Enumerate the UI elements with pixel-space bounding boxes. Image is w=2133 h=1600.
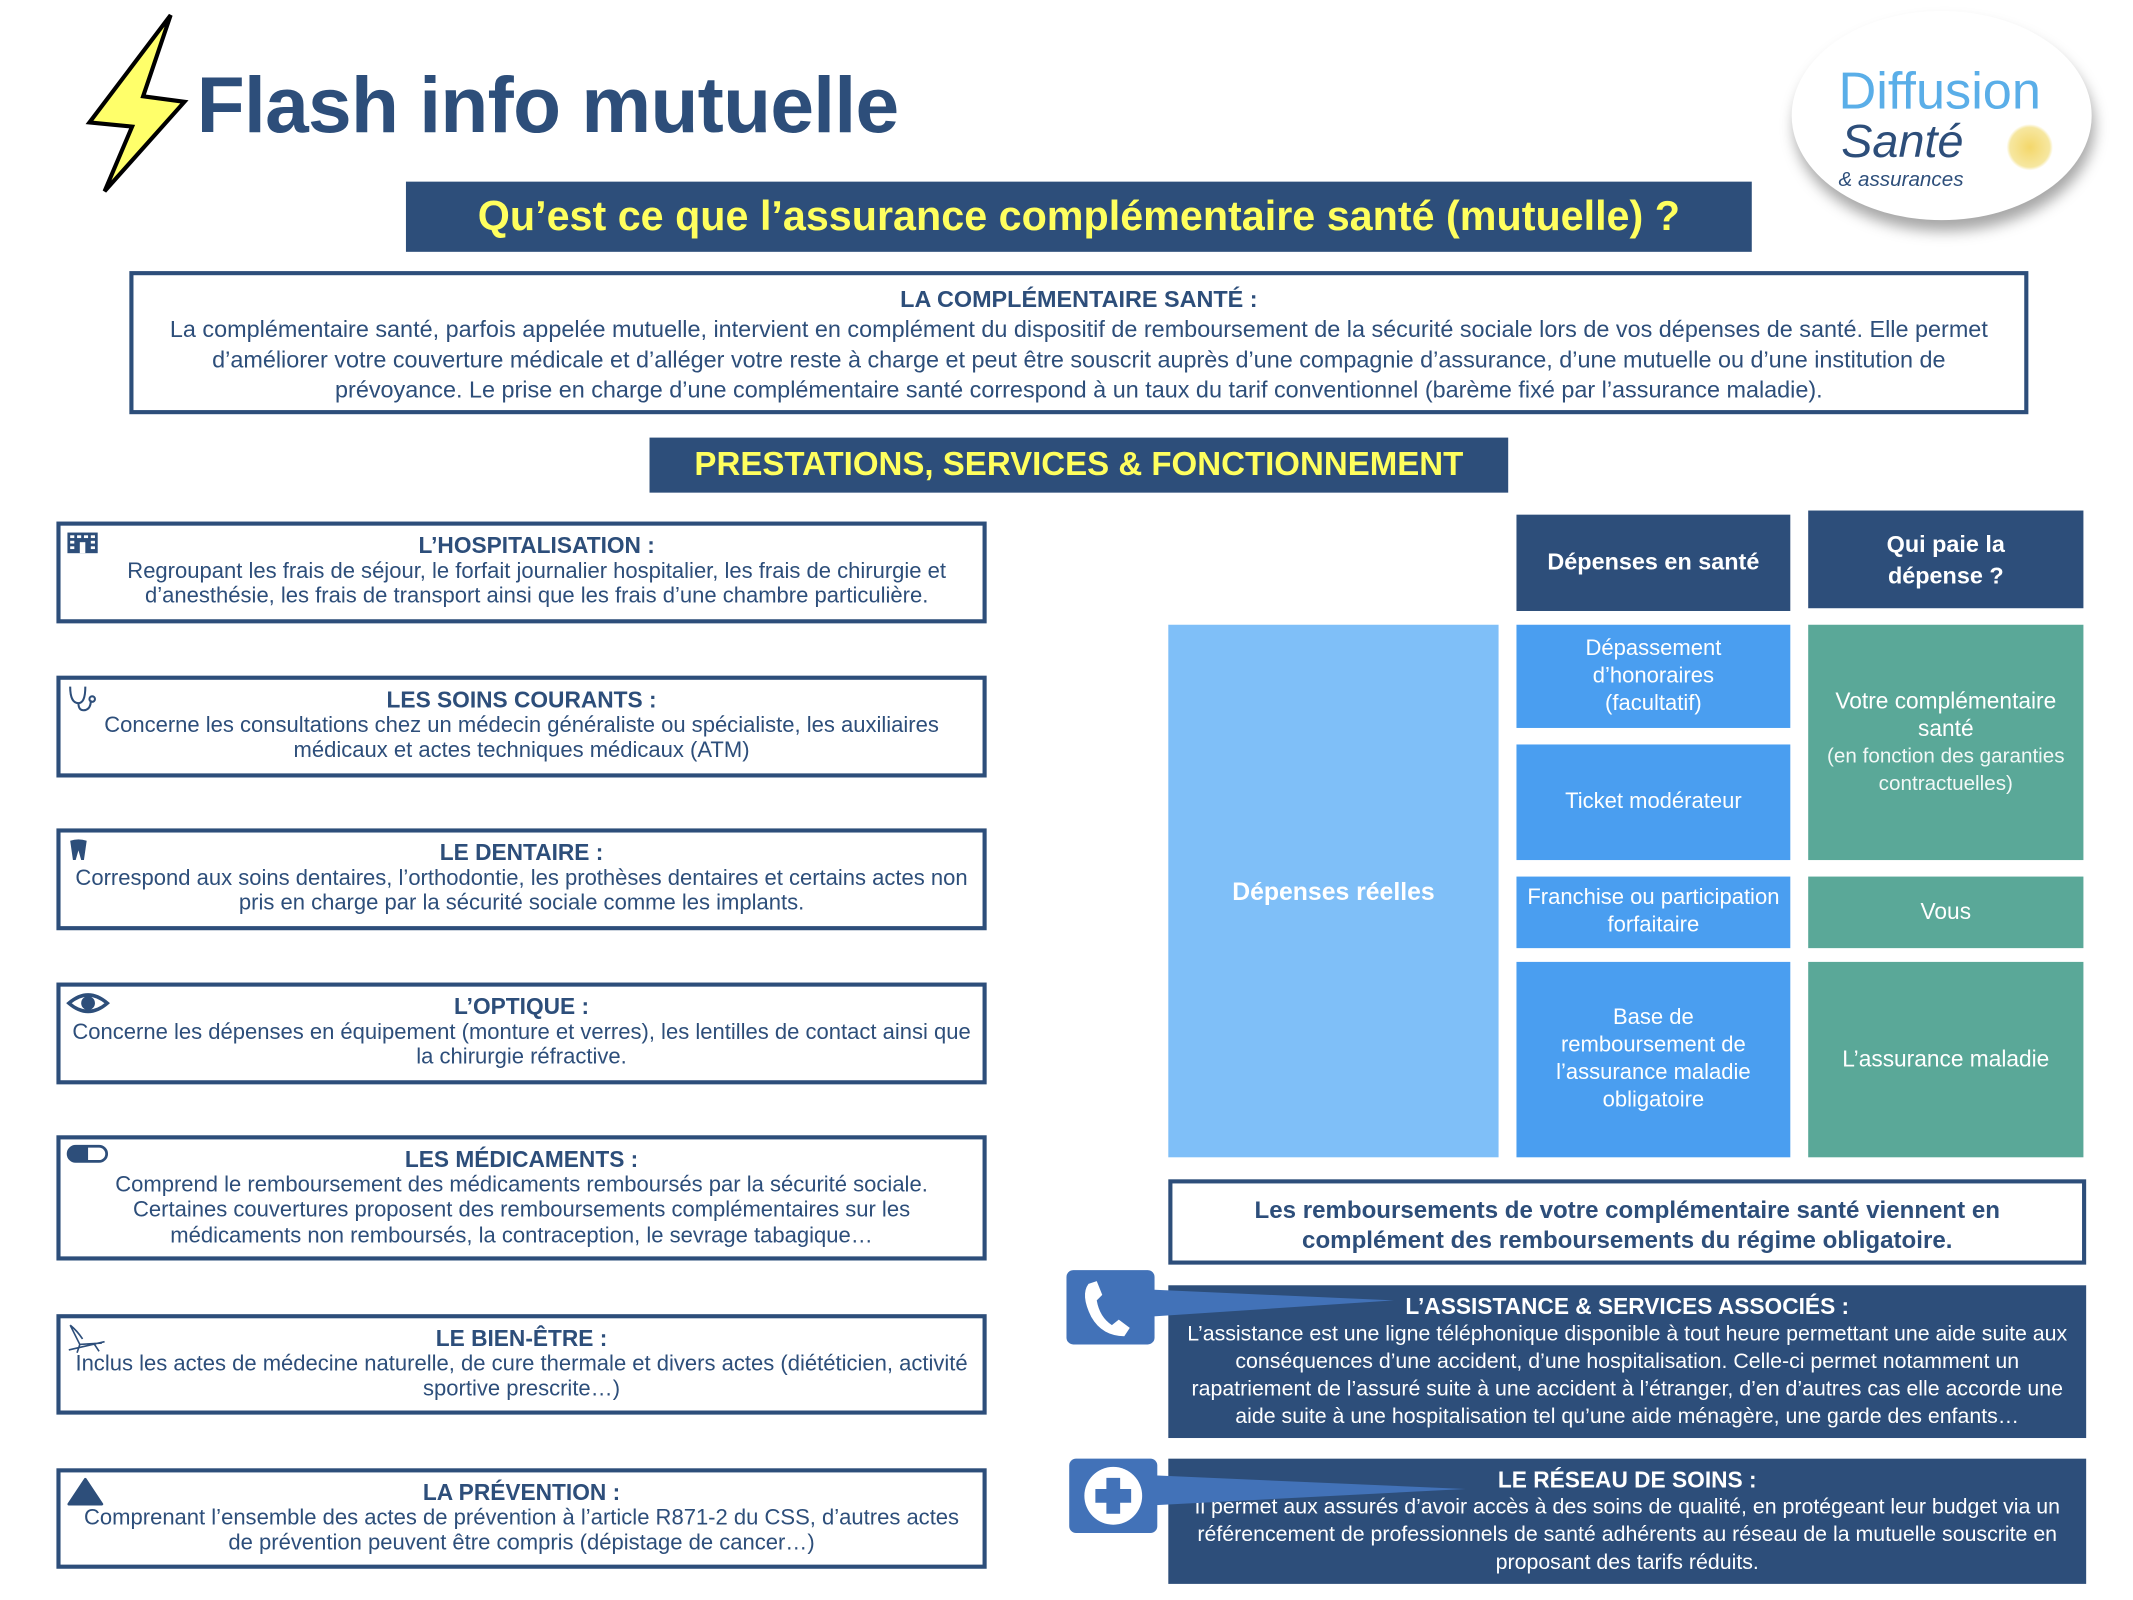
prestation-dentaire: LE DENTAIRE : Correspond aux soins denta…: [56, 828, 987, 931]
payer-complementaire-note: (en fonction des garanties contractuelle…: [1827, 743, 2065, 795]
pill-icon: [66, 1144, 109, 1163]
prestation-hospitalisation: L’HOSPITALISATION : Regroupant les frais…: [56, 521, 987, 624]
header-depenses: Dépenses en santé: [1516, 514, 1791, 611]
prestation-title: LE BIEN-ÊTRE :: [435, 1326, 608, 1352]
prestation-soins-courants: LES SOINS COURANTS : Concerne les consul…: [56, 675, 987, 778]
prestation-title: LA PRÉVENTION :: [422, 1480, 621, 1506]
expense-base-remboursement: Base de remboursement de l’assurance mal…: [1516, 961, 1791, 1158]
prestation-title: L’HOSPITALISATION :: [418, 533, 655, 559]
intro-box: LA COMPLÉMENTAIRE SANTÉ : La complémenta…: [129, 271, 2029, 415]
prestation-body: Inclus les actes de médecine naturelle, …: [75, 1352, 968, 1401]
prestation-title: L’OPTIQUE :: [454, 994, 590, 1020]
header-qui-paie: Qui paie la dépense ?: [1808, 510, 2084, 609]
depenses-reelles: Dépenses réelles: [1168, 624, 1499, 1158]
payer-complementaire-label: Votre complémentaire santé: [1835, 688, 2057, 742]
prestation-body: Correspond aux soins dentaires, l’orthod…: [75, 866, 968, 916]
main-question-banner: Qu’est ce que l’assurance complémentaire…: [405, 181, 1752, 252]
payer-complementaire: Votre complémentaire santé (en fonction …: [1808, 624, 2084, 861]
deckchair-icon: [68, 1324, 105, 1353]
service-body: Il permet aux assurés d’avoir accès à de…: [1194, 1495, 2061, 1575]
prestation-title: LE DENTAIRE :: [439, 840, 604, 866]
logo-text-sante: Santé: [1841, 115, 1964, 168]
service-title: L’ASSISTANCE & SERVICES ASSOCIÉS :: [1405, 1294, 1850, 1320]
prestation-medicaments: LES MÉDICAMENTS : Comprend le remboursem…: [56, 1135, 987, 1261]
tooth-icon: [70, 839, 87, 861]
payer-assurance-maladie: L’assurance maladie: [1808, 961, 2084, 1158]
prestation-body: Concerne les consultations chez un médec…: [104, 713, 939, 763]
service-body: L’assistance est une ligne téléphonique …: [1187, 1322, 2068, 1429]
prestation-body: Concerne les dépenses en équipement (mon…: [72, 1020, 971, 1070]
section-banner: PRESTATIONS, SERVICES & FONCTIONNEMENT: [649, 437, 1509, 493]
intro-body: La complémentaire santé, parfois appelée…: [169, 316, 1988, 404]
hospital-icon: [67, 532, 98, 554]
expense-ticket-moderateur: Ticket modérateur: [1516, 744, 1791, 861]
service-assistance: L’ASSISTANCE & SERVICES ASSOCIÉS : L’ass…: [1168, 1285, 2087, 1439]
eye-icon: [66, 993, 110, 1014]
prestation-title: LES MÉDICAMENTS :: [404, 1147, 639, 1173]
payer-vous: Vous: [1808, 876, 2084, 949]
service-title: LE RÉSEAU DE SOINS :: [1497, 1468, 1757, 1494]
expense-depassement: Dépassement d’honoraires (facultatif): [1516, 624, 1791, 728]
prestation-body: Comprend le remboursement des médicament…: [115, 1173, 928, 1248]
warning-triangle-icon: [67, 1477, 104, 1506]
phone-callout: [1066, 1270, 1394, 1345]
sun-icon: [2006, 123, 2054, 171]
prestation-bien-etre: LE BIEN-ÊTRE : Inclus les actes de médec…: [56, 1314, 987, 1415]
logo-text-assurances: & assurances: [1838, 167, 1964, 192]
service-reseau-soins: LE RÉSEAU DE SOINS : Il permet aux assur…: [1168, 1458, 2087, 1584]
page-title: Flash info mutuelle: [196, 61, 899, 150]
prestation-prevention: LA PRÉVENTION : Comprenant l’ensemble de…: [56, 1468, 987, 1569]
prestation-title: LES SOINS COURANTS :: [386, 688, 657, 713]
intro-title: LA COMPLÉMENTAIRE SANTÉ :: [900, 286, 1258, 313]
cross-callout: [1069, 1458, 1466, 1533]
reimbursement-note: Les remboursements de votre complémentai…: [1168, 1179, 2087, 1265]
stethoscope-icon: [69, 686, 96, 712]
lightning-bolt-icon: [85, 13, 189, 193]
prestation-body: Comprenant l’ensemble des actes de préve…: [84, 1506, 960, 1555]
prestation-body: Regroupant les frais de séjour, le forfa…: [127, 559, 947, 609]
prestation-optique: L’OPTIQUE : Concerne les dépenses en équ…: [56, 982, 987, 1085]
logo: Diffusion Santé & assurances: [1791, 11, 2092, 221]
expense-franchise: Franchise ou participation forfaitaire: [1516, 876, 1791, 949]
logo-text-diffusion: Diffusion: [1838, 63, 2041, 122]
